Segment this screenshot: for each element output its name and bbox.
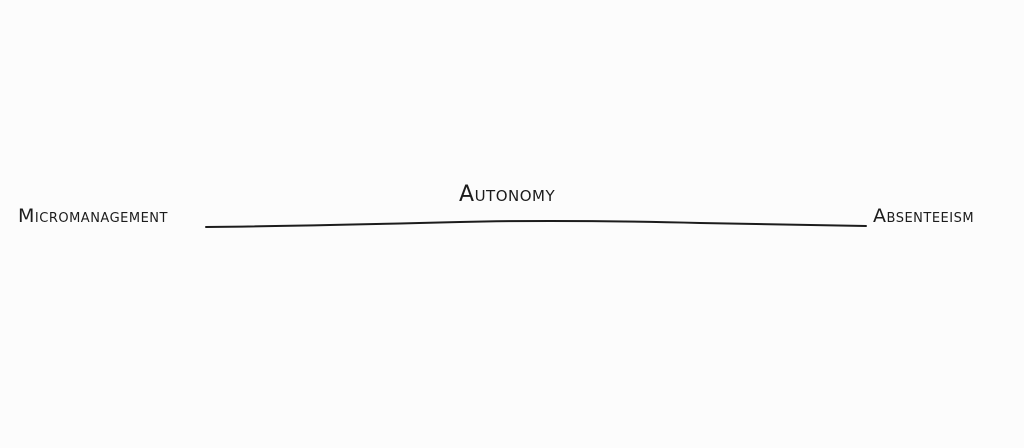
left-extreme-label: Micromanagement [18, 205, 168, 227]
right-extreme-label: Absenteeism [873, 205, 975, 227]
center-balance-label: Autonomy [459, 182, 556, 207]
